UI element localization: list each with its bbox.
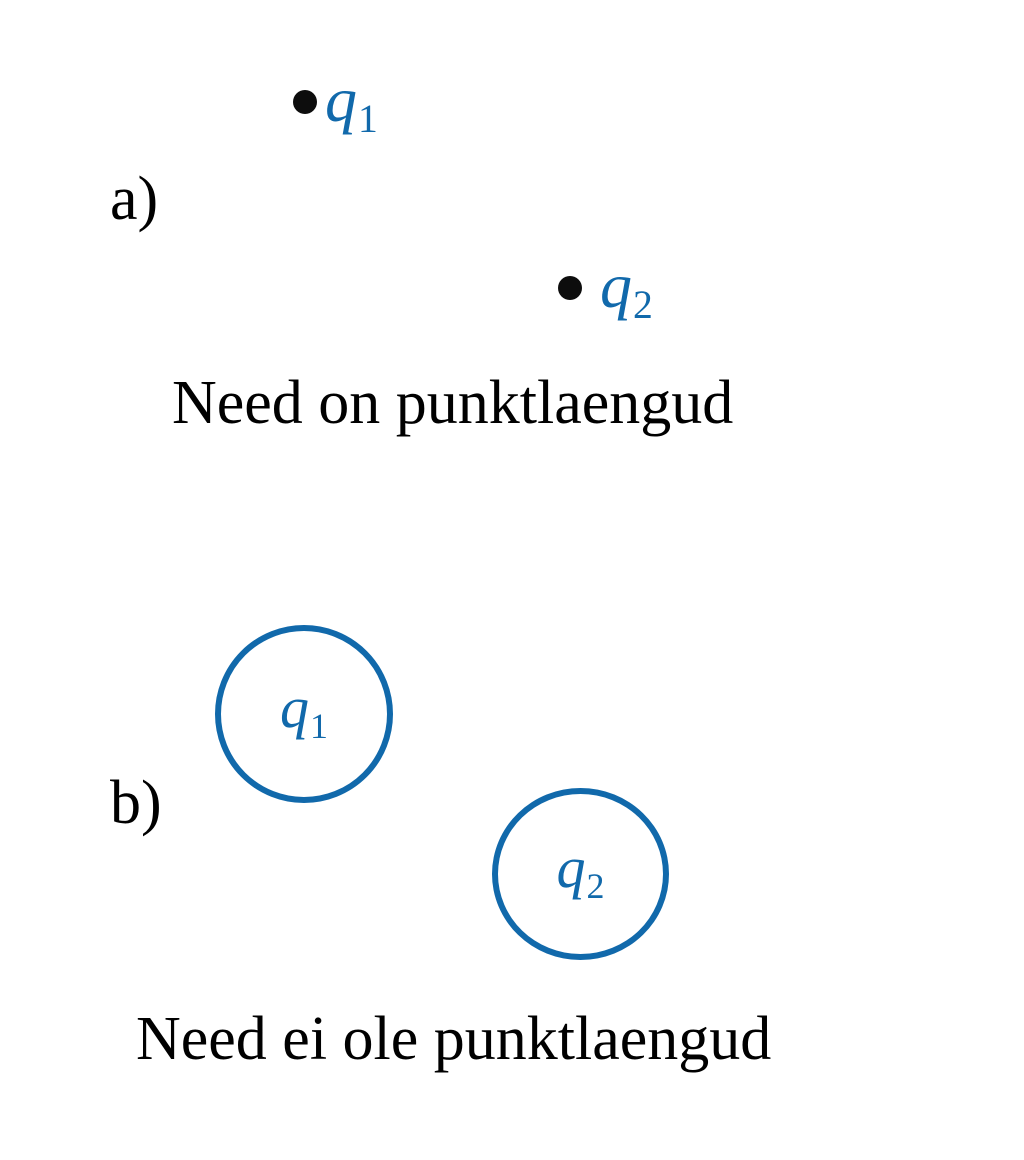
charge-index: 1 — [358, 97, 378, 142]
panel-b-caption: Need ei ole punktlaengud — [136, 1005, 772, 1073]
charge-circle-q2-panel-b: q2 — [492, 788, 669, 960]
charge-symbol: q — [600, 250, 632, 321]
charge-index: 2 — [586, 865, 605, 906]
charge-symbol: q — [325, 64, 357, 135]
panel-b: q1 b) q2 Need ei ole punktlaengud — [0, 560, 1024, 1100]
panel-letter-b: b) — [110, 769, 162, 837]
panel-a-caption: Need on punktlaengud — [172, 369, 734, 437]
charge-label-q2-panel-b: q2 — [557, 839, 605, 904]
charge-circle-q1-panel-b: q1 — [215, 625, 393, 803]
charge-label-q2-panel-a: q2 — [600, 254, 653, 326]
charge-dot-q1-panel-a — [293, 90, 317, 114]
charge-index: 2 — [633, 283, 653, 328]
charge-label-q1-panel-b: q1 — [280, 679, 328, 744]
panel-letter-a: a) — [110, 165, 159, 233]
charge-index: 1 — [310, 705, 328, 746]
charge-label-q1-panel-a: q1 — [325, 68, 378, 140]
charge-dot-q2-panel-a — [558, 276, 582, 300]
charge-symbol: q — [556, 835, 586, 901]
panel-a: q1 a) q2 Need on punktlaengud — [0, 0, 1024, 470]
charge-symbol: q — [280, 675, 309, 741]
